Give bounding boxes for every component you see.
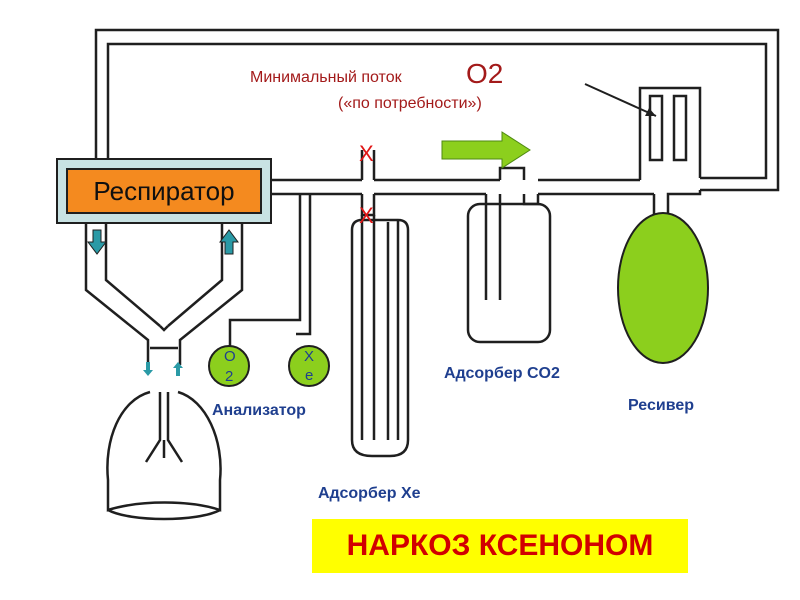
gauge-o2-letter-2: 2 (225, 368, 234, 385)
flow-arrows-hoses (87, 229, 239, 255)
valve-mark-lower: X (359, 203, 374, 228)
o2-label: O2 (466, 58, 504, 89)
respirator-label: Респиратор (66, 168, 262, 214)
breathing-hoses (84, 224, 244, 365)
main-horizontal-tube (272, 178, 654, 196)
analyzer-label: Анализатор (212, 402, 306, 419)
min-flow-label: Минимальный поток (250, 69, 402, 87)
diagram-title: НАРКОЗ КСЕНОНОМ (312, 519, 688, 573)
valve-branch-tube (360, 150, 376, 217)
valve-mark-upper: X (359, 141, 374, 166)
adsorber-co2-vessel (466, 166, 552, 344)
adsorber-xe-label: Адсорбер Xe (318, 485, 421, 502)
adsorber-co2-label: Адсорбер CO2 (444, 365, 560, 382)
outer-circuit-tube (94, 28, 780, 192)
receiver-bag (617, 212, 709, 364)
gauge-o2-letter-1: O (224, 348, 236, 365)
gauge-xe-letter-2: e (305, 367, 314, 384)
respirator-unit: Респиратор (56, 158, 272, 224)
flow-direction-arrow (441, 131, 531, 169)
pointer-arrowhead (645, 108, 656, 116)
small-flow-arrows (143, 362, 183, 376)
on-demand-label: («по потребности») (338, 95, 482, 112)
min-flow-text: Минимальный поток (250, 69, 402, 86)
pointer-line (584, 83, 657, 117)
receiver-assembly (638, 86, 702, 217)
gauge-xe (288, 345, 330, 387)
adsorber-xe-vessel (350, 215, 410, 458)
gauge-xe-letter-1: X (304, 348, 315, 365)
lungs-drawing (106, 390, 222, 521)
analyzer-tube (228, 194, 312, 348)
gauge-o2 (208, 345, 250, 387)
receiver-label: Ресивер (628, 397, 694, 414)
